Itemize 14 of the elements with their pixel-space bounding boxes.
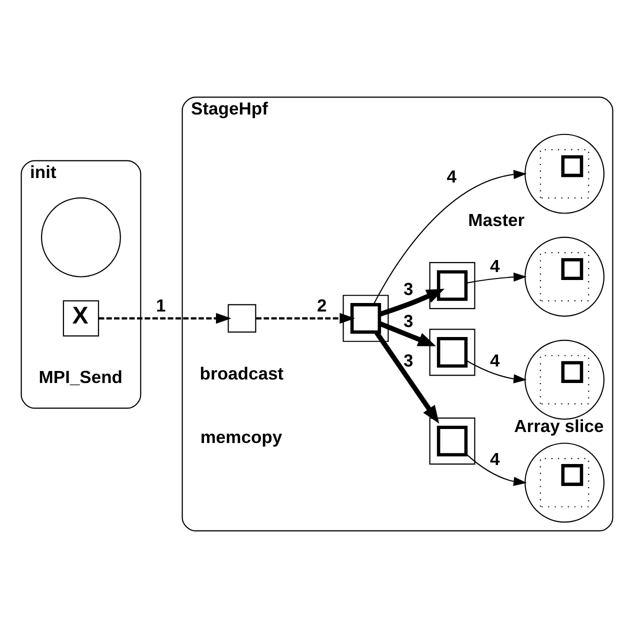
edge-label: 2 [317, 296, 327, 316]
edge-label: 3 [404, 350, 414, 370]
label: MPI_Send [38, 366, 123, 387]
label: memcopy [200, 427, 282, 448]
edge-label: 4 [490, 256, 500, 276]
edge-label: 3 [404, 279, 414, 300]
edge-label: 1 [156, 296, 166, 316]
node-label: Array slice [514, 416, 604, 436]
edge-label: 4 [446, 166, 457, 186]
edge-label: 4 [490, 350, 500, 370]
edge-label: 3 [404, 310, 414, 331]
label: broadcast [200, 363, 284, 384]
node-label: Master [468, 210, 525, 230]
edge-label: 4 [490, 448, 500, 469]
